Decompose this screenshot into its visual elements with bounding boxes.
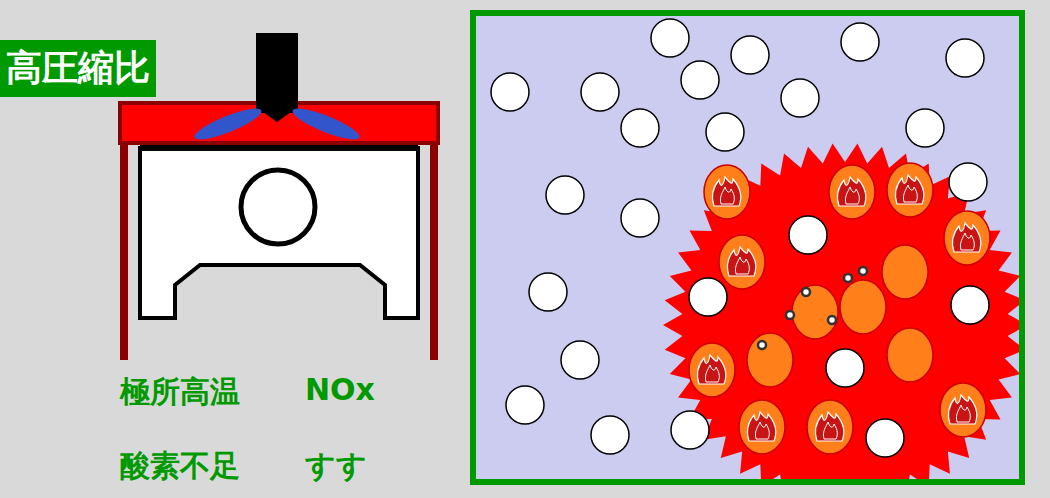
soot-particle [802,288,810,296]
air-molecule [621,199,659,237]
air-molecule [506,386,544,424]
flame-icon [747,412,775,441]
flame-icon [823,422,837,439]
burning-droplet [739,400,785,454]
fuel-droplet [940,383,986,437]
emission-label: NOx [305,372,375,407]
flame-icon [956,405,970,422]
flame-icon [705,365,719,382]
air-molecule [826,349,864,387]
fuel-droplet [739,400,785,454]
air-molecule [491,73,529,111]
fuel-droplet [829,165,875,219]
air-molecule [581,73,619,111]
fuel-droplet [747,333,793,387]
fuel-droplet [887,328,933,382]
fuel-droplet [944,211,990,265]
fuel-droplet [887,163,933,217]
burning-droplet [940,383,986,437]
air-molecule [789,216,827,254]
burning-droplet [887,163,933,217]
flame-icon [697,355,725,384]
title-text: 高圧縮比 [6,44,150,93]
burning-droplet [829,165,875,219]
emission-label: すす [305,446,367,487]
air-molecule [529,273,567,311]
flame-icon [712,177,740,206]
soot-particle [859,267,867,275]
air-molecule [949,163,987,201]
cylinder-head [120,103,438,143]
burning-droplet [704,165,750,219]
title-box: 高圧縮比 [0,40,156,97]
air-molecule [906,109,944,147]
fuel-droplet [719,235,765,289]
injector [256,33,298,113]
fuel-droplet [704,165,750,219]
air-molecule [561,341,599,379]
flame-icon [727,247,755,276]
flame-zone [663,143,1022,482]
air-molecule [681,61,719,99]
fuel-spray [290,103,363,145]
air-molecule [671,411,709,449]
flame-icon [952,223,980,252]
flame-icon [720,187,734,204]
burning-droplet [944,211,990,265]
air-molecule [591,416,629,454]
air-molecule [651,19,689,57]
fuel-droplet [689,343,735,397]
label-text: 極所高温 [120,372,240,413]
fuel-droplet [807,400,853,454]
piston-pin [241,170,315,244]
flame-icon [837,177,865,206]
air-molecule [621,109,659,147]
air-molecule [951,286,989,324]
label-text: 酸素不足 [120,446,240,487]
flame-icon [845,187,859,204]
flame-icon [960,233,974,250]
flame-icon [895,175,923,204]
flame-icon [948,395,976,424]
soot-particle [786,311,794,319]
fuel-droplet [882,245,928,299]
injector-nozzle [263,104,291,122]
air-molecule [841,23,879,61]
flame-icon [755,422,769,439]
air-molecule [689,278,727,316]
chamber-border [473,13,1022,482]
soot-particle [828,316,836,324]
fuel-spray [192,103,265,145]
air-molecule [866,419,904,457]
soot-particle [844,274,852,282]
burning-droplet [719,235,765,289]
fuel-droplet [840,280,886,334]
air-molecule [706,113,744,151]
air-molecule [546,176,584,214]
flame-icon [815,412,843,441]
fuel-droplet [792,285,838,339]
air-molecule [781,79,819,117]
air-molecule [731,36,769,74]
piston [140,148,418,318]
flame-icon [735,257,749,274]
air-molecule [946,39,984,77]
soot-particle [758,341,766,349]
burning-droplet [807,400,853,454]
flame-icon [903,185,917,202]
piston-crown [140,145,418,151]
burning-droplet [689,343,735,397]
